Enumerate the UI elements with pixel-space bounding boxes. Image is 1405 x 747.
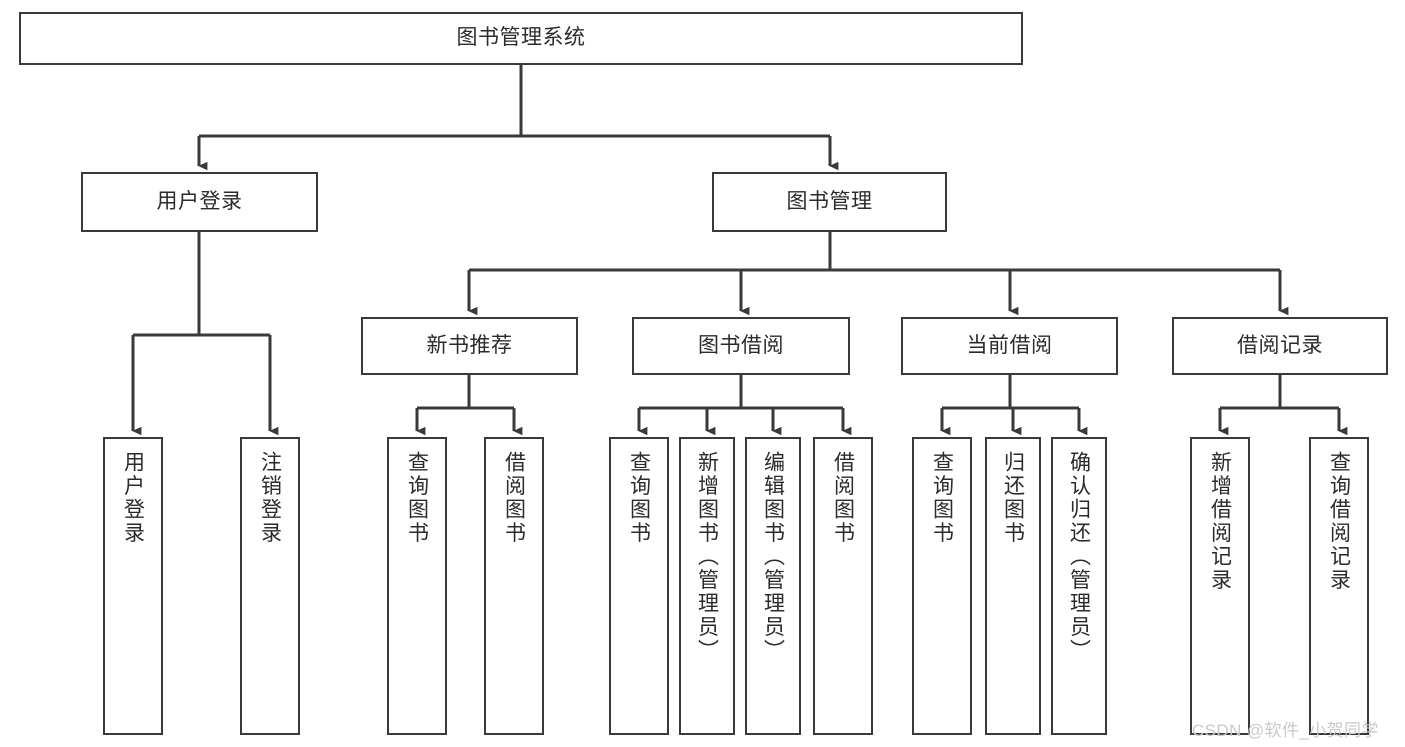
node-leaf-borrow-query-book[interactable]: 查询图书: [609, 437, 669, 735]
node-borrow-record-label: 借阅记录: [1237, 333, 1323, 357]
csdn-watermark: CSDN @软件_小贺同学: [1192, 721, 1379, 740]
node-leaf-add-borrow-record-label: 新增借阅记录: [1208, 451, 1232, 592]
node-user-login-label: 用户登录: [156, 189, 243, 213]
node-leaf-cur-query-book-label: 查询图书: [930, 451, 954, 545]
node-leaf-add-borrow-record[interactable]: 新增借阅记录: [1190, 437, 1250, 735]
node-leaf-user-login-label: 用户登录: [121, 451, 145, 545]
node-leaf-user-logout-label: 注销登录: [258, 451, 282, 545]
node-book-manage-label: 图书管理: [786, 189, 873, 213]
node-leaf-cur-query-book[interactable]: 查询图书: [912, 437, 972, 735]
node-book-borrow-label: 图书借阅: [698, 333, 784, 357]
node-current-borrow-label: 当前借阅: [966, 333, 1053, 357]
node-leaf-borrow-book[interactable]: 借阅图书: [813, 437, 873, 735]
node-user-login[interactable]: 用户登录: [81, 172, 318, 232]
node-leaf-confirm-return-admin[interactable]: 确认归还（管理员）: [1051, 437, 1107, 735]
node-leaf-rec-query-book[interactable]: 查询图书: [387, 437, 447, 735]
node-leaf-add-book-admin[interactable]: 新增图书（管理员）: [679, 437, 735, 735]
node-book-manage[interactable]: 图书管理: [712, 172, 947, 232]
node-leaf-rec-borrow-book[interactable]: 借阅图书: [484, 437, 544, 735]
node-new-book-recommend-label: 新书推荐: [426, 333, 513, 357]
node-leaf-return-book[interactable]: 归还图书: [985, 437, 1041, 735]
node-leaf-query-borrow-record-label: 查询借阅记录: [1327, 451, 1351, 592]
node-leaf-rec-query-book-label: 查询图书: [405, 451, 429, 545]
node-leaf-rec-borrow-book-label: 借阅图书: [502, 451, 526, 545]
node-borrow-record[interactable]: 借阅记录: [1172, 317, 1388, 375]
node-new-book-recommend[interactable]: 新书推荐: [361, 317, 578, 375]
node-leaf-query-borrow-record[interactable]: 查询借阅记录: [1309, 437, 1369, 735]
node-root-label: 图书管理系统: [456, 26, 586, 50]
node-current-borrow[interactable]: 当前借阅: [901, 317, 1118, 375]
node-leaf-edit-book-admin-label: 编辑图书（管理员）: [761, 451, 785, 663]
node-leaf-confirm-return-admin-label: 确认归还（管理员）: [1067, 451, 1091, 663]
node-leaf-borrow-book-label: 借阅图书: [831, 451, 855, 545]
node-leaf-add-book-admin-label: 新增图书（管理员）: [695, 451, 719, 663]
node-root[interactable]: 图书管理系统: [19, 12, 1023, 65]
node-leaf-borrow-query-book-label: 查询图书: [627, 451, 651, 545]
node-leaf-return-book-label: 归还图书: [1001, 451, 1025, 545]
node-leaf-user-login[interactable]: 用户登录: [103, 437, 163, 735]
node-leaf-edit-book-admin[interactable]: 编辑图书（管理员）: [745, 437, 801, 735]
node-leaf-user-logout[interactable]: 注销登录: [240, 437, 300, 735]
node-book-borrow[interactable]: 图书借阅: [632, 317, 850, 375]
